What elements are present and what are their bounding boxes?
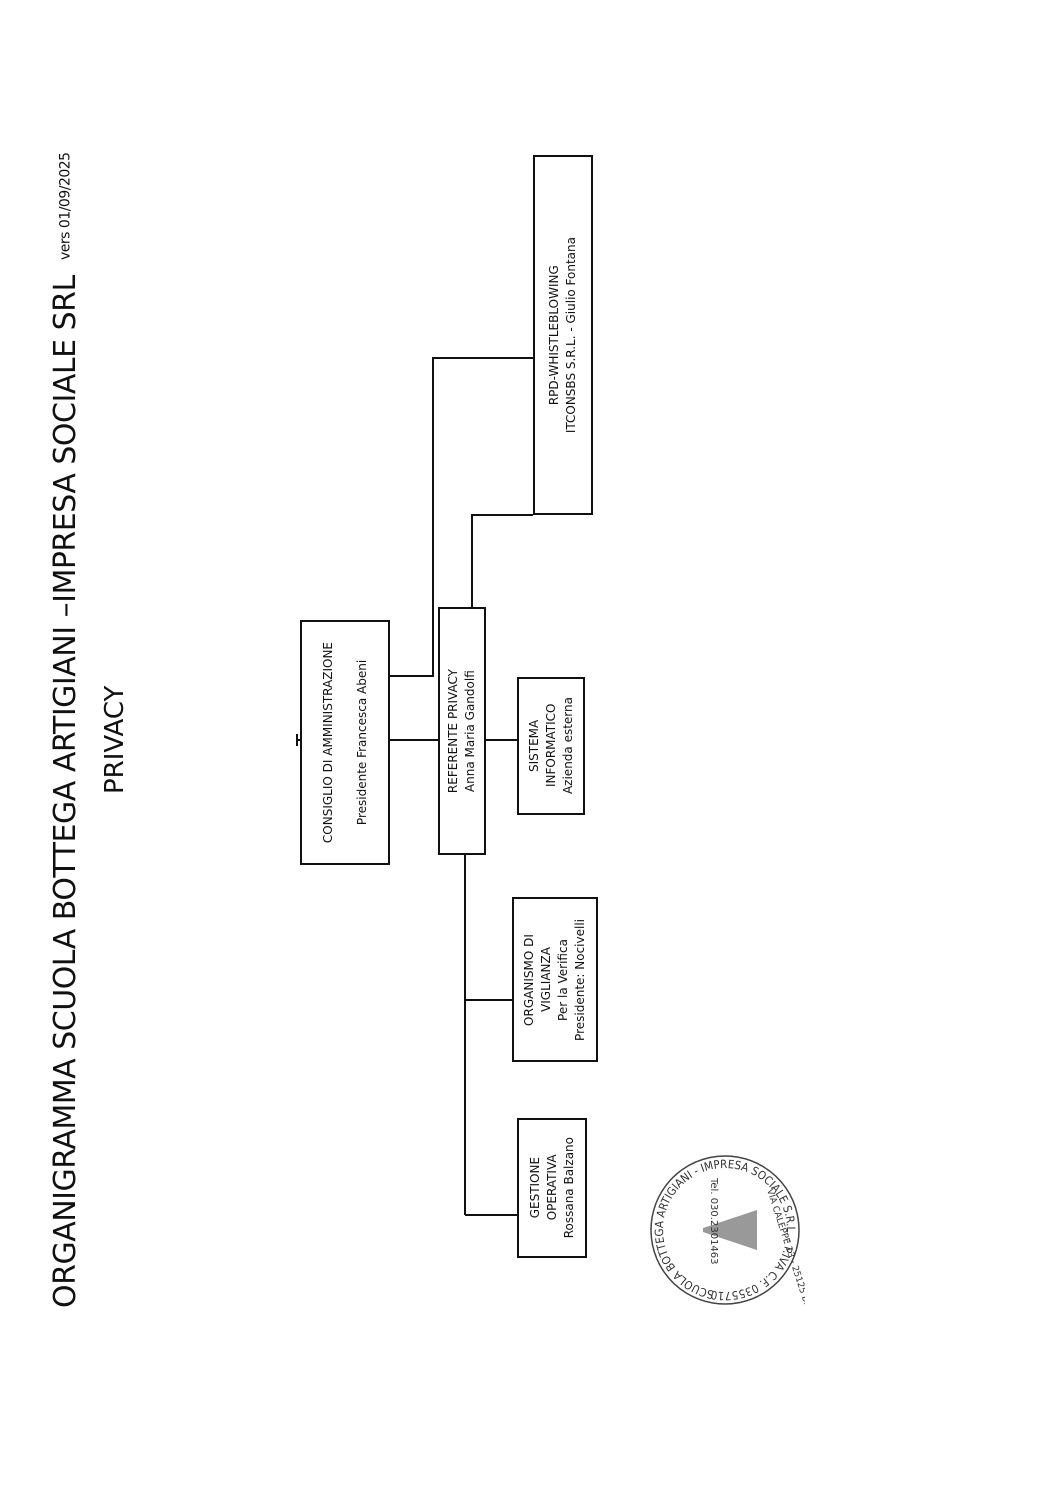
gestione-line3: Rossana Balzano (561, 1137, 576, 1239)
referente-role: REFERENTE PRIVACY (446, 668, 460, 794)
node-sistema-informatico: SISTEMA INFORMATICO Azienda esterna (517, 677, 585, 815)
company-stamp: SCUOLA BOTTEGA ARTIGIANI - IMPRESA SOCIA… (645, 1150, 805, 1310)
stamp-logo-icon (703, 1210, 757, 1250)
node-consiglio: CONSIGLIO DI AMMINISTRAZIONE Presidente … (300, 620, 390, 865)
organismo-line1: ORGANISMO DI (522, 933, 536, 1026)
node-gestione-operativa: GESTIONE OPERATIVA Rossana Balzano (517, 1118, 587, 1258)
rpd-name: ITCONSBS S.R.L. - Giulio Fontana (564, 236, 578, 434)
organismo-line3: Per la Verifica (556, 938, 570, 1021)
referente-name: Anna Maria Gandolfi (463, 670, 477, 792)
organismo-line4: Presidente: Nocivelli (573, 918, 587, 1041)
consiglio-role: CONSIGLIO DI AMMINISTRAZIONE (321, 641, 335, 844)
gestione-line2: OPERATIVA (544, 1155, 559, 1221)
sistema-line1: SISTEMA (526, 719, 541, 773)
rpd-role: RPD-WHISTLEBLOWING (547, 265, 561, 405)
gestione-line1: GESTIONE (527, 1157, 542, 1219)
sistema-line3: Azienda esterna (560, 697, 575, 795)
organismo-line2: VIGLIANZA (539, 947, 553, 1012)
node-organismo-vigilanza: ORGANISMO DI VIGLIANZA Per la Verifica P… (512, 897, 598, 1062)
sistema-line2: INFORMATICO (543, 704, 558, 788)
stamp-phone: Tel. 030.2301463 (708, 1177, 719, 1265)
node-referente-privacy: REFERENTE PRIVACY Anna Maria Gandolfi (438, 607, 486, 855)
consiglio-name: Presidente Francesca Abeni (355, 659, 369, 826)
node-rpd-whistleblowing: RPD-WHISTLEBLOWING ITCONSBS S.R.L. - Giu… (533, 155, 593, 515)
